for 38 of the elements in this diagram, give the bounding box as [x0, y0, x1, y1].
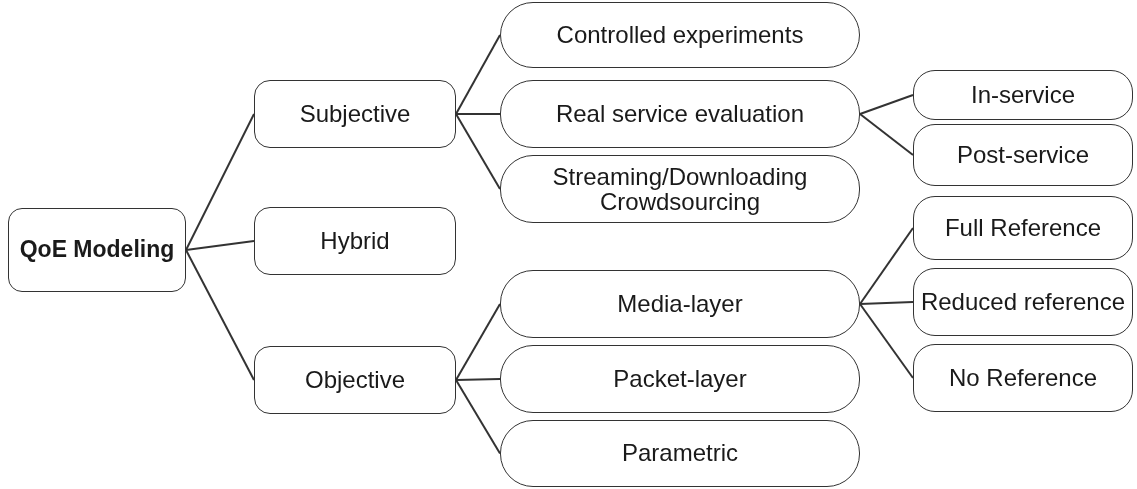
category-box [913, 124, 1133, 186]
category-box [913, 196, 1133, 260]
node-label: Controlled experiments [556, 20, 804, 50]
node-label: Parametric [622, 439, 738, 468]
category-box [913, 268, 1133, 336]
connector-line [859, 113, 914, 156]
category-box [254, 346, 456, 414]
connector-line [455, 113, 501, 115]
category-box [254, 207, 456, 275]
connector-line [455, 378, 501, 381]
category-box [254, 80, 456, 148]
node-label: Reduced reference [920, 287, 1126, 317]
node-label: Media-layer [617, 289, 743, 319]
node-label: Packet-layer [613, 364, 747, 394]
category-box [913, 344, 1133, 412]
connector-line [859, 301, 914, 305]
connector-line [185, 113, 255, 251]
connector-line [859, 227, 914, 305]
node-label: No Reference [948, 363, 1098, 393]
connector-line [455, 303, 501, 381]
node-label: Real service evaluation [555, 99, 805, 129]
node-label: Objective [304, 365, 405, 395]
node-label: Full Reference [944, 213, 1102, 243]
node-label: In-service [971, 80, 1075, 110]
node-label: Subjective [299, 99, 411, 129]
connector-line [859, 303, 914, 379]
connector-line [455, 34, 501, 115]
node-label: Post-service [956, 140, 1089, 170]
root-box [8, 208, 186, 292]
connector-line [455, 379, 501, 455]
node-label: Streaming/Downloading Crowdsourcing [551, 163, 809, 215]
connector-line [185, 240, 255, 251]
connector-line [455, 113, 501, 190]
category-box [913, 70, 1133, 120]
node-label: Hybrid [320, 226, 390, 256]
node-label: QoE Modeling [19, 236, 175, 264]
connector-line [859, 94, 914, 115]
connector-line [185, 249, 255, 381]
